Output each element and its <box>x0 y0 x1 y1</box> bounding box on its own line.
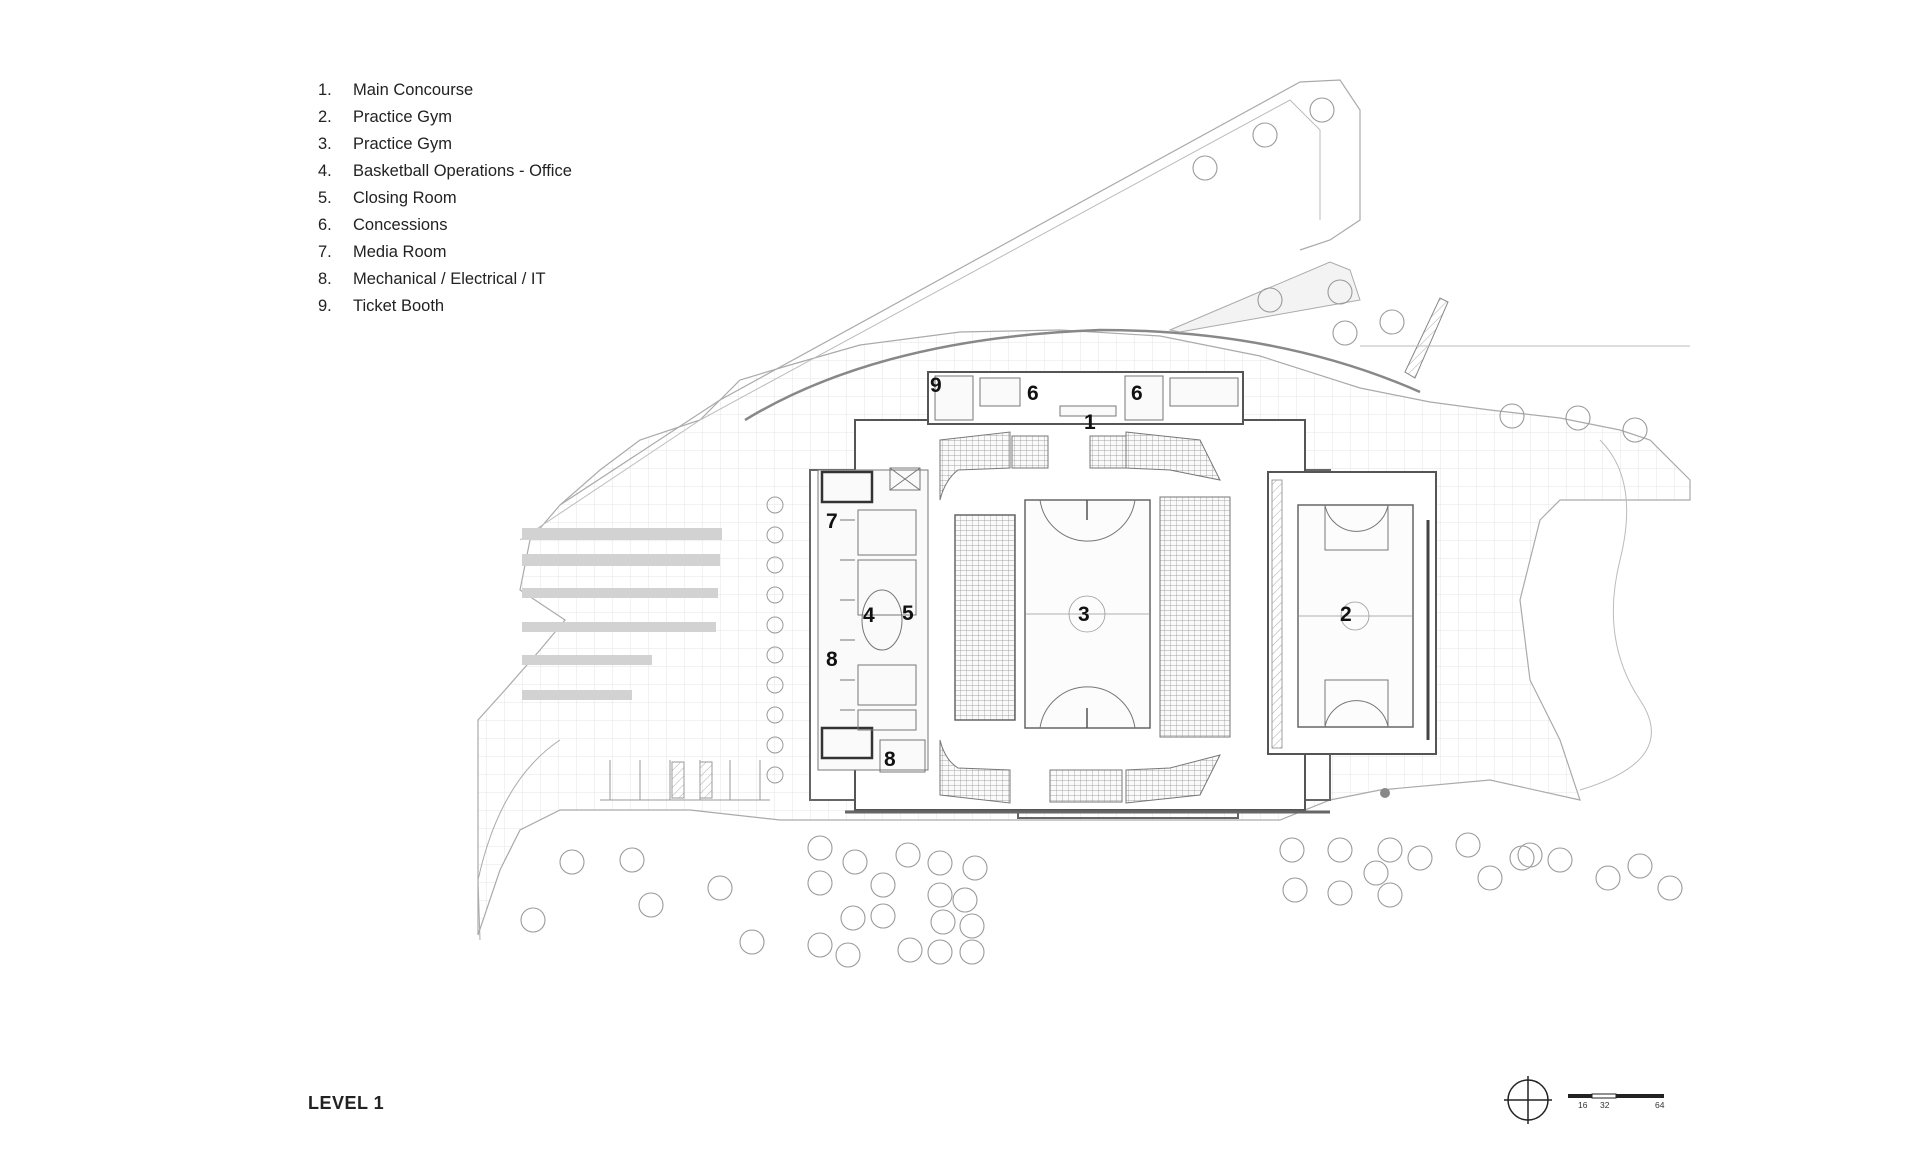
scale-bar <box>1568 1093 1664 1099</box>
room-label-closing-room: 5 <box>902 602 914 625</box>
legend-number: 9. <box>318 297 332 315</box>
room-label-concessions-west: 6 <box>1027 382 1039 405</box>
legend-label: Closing Room <box>353 189 457 207</box>
legend-label: Mechanical / Electrical / IT <box>353 270 546 288</box>
legend-label: Practice Gym <box>353 135 453 153</box>
legend-label: Media Room <box>353 243 447 261</box>
legend-item: 6. Concessions <box>318 214 572 241</box>
north-edge-curve <box>744 328 1421 422</box>
north-arrow-icon <box>1504 1076 1552 1124</box>
level-title: LEVEL 1 <box>308 1093 385 1113</box>
legend-item: 2. Practice Gym <box>318 106 572 133</box>
legend-number: 2. <box>318 108 332 126</box>
scale-label-64: 64 <box>1655 1100 1665 1110</box>
legend-number: 1. <box>318 81 332 99</box>
north-ramp <box>1168 261 1361 333</box>
room-label-basketball-ops: 4 <box>863 604 875 627</box>
west-terraces <box>522 528 722 700</box>
legend-item: 4. Basketball Operations - Office <box>318 160 572 187</box>
street-trees-west <box>766 496 784 784</box>
room-label-concessions-east: 6 <box>1131 382 1143 405</box>
legend-item: 1. Main Concourse <box>318 79 572 106</box>
site-trees <box>520 97 1683 968</box>
room-label-main-concourse: 1 <box>1084 411 1096 434</box>
legend-number: 8. <box>318 270 332 288</box>
scale-label-16: 16 <box>1578 1100 1588 1110</box>
legend-item: 8. Mechanical / Electrical / IT <box>318 268 572 295</box>
legend-number: 3. <box>318 135 332 153</box>
room-label-practice-gym-east: 2 <box>1340 603 1352 626</box>
parking-stalls <box>600 760 770 801</box>
legend-number: 7. <box>318 243 332 261</box>
scale-label-32: 32 <box>1600 1100 1610 1110</box>
north-walk-inner <box>519 99 1321 541</box>
legend-number: 4. <box>318 162 332 180</box>
main-arena <box>939 431 1231 804</box>
north-stair <box>1404 297 1449 379</box>
room-legend: 1. Main Concourse 2. Practice Gym 3. Practi… <box>318 79 572 322</box>
legend-number: 5. <box>318 189 332 207</box>
legend-item: 3. Practice Gym <box>318 133 572 160</box>
legend-label: Ticket Booth <box>353 297 445 315</box>
legend-label: Main Concourse <box>353 81 474 99</box>
room-label-media-room: 7 <box>826 510 838 533</box>
north-walk-outer <box>559 79 1361 506</box>
room-label-mechanical-north: 8 <box>826 648 838 671</box>
legend-label: Basketball Operations - Office <box>353 162 572 180</box>
room-label-practice-gym-main: 3 <box>1078 603 1090 626</box>
concourse-kiosks <box>934 375 1239 421</box>
legend-item: 7. Media Room <box>318 241 572 268</box>
east-road-edge <box>1579 439 1652 791</box>
southwest-ramp <box>477 739 561 941</box>
legend-label: Practice Gym <box>353 108 453 126</box>
east-practice-gym <box>1267 471 1437 755</box>
support-wing <box>817 467 929 773</box>
room-label-mechanical-south: 8 <box>884 748 896 771</box>
legend-number: 6. <box>318 216 332 234</box>
legend-item: 5. Closing Room <box>318 187 572 214</box>
legend-label: Concessions <box>353 216 448 234</box>
room-label-ticket-booth: 9 <box>930 374 942 397</box>
legend-item: 9. Ticket Booth <box>318 295 572 322</box>
